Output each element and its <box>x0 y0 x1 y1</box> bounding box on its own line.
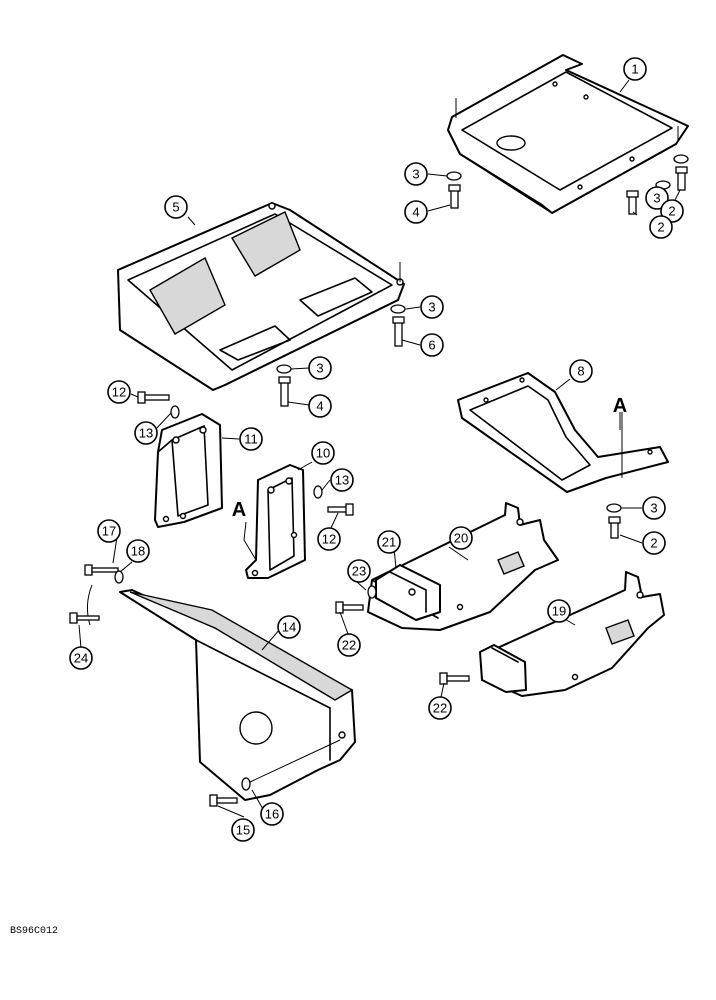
svg-text:1: 1 <box>631 62 638 77</box>
part-21-block <box>375 564 441 621</box>
reference-a-left: A <box>232 499 246 521</box>
svg-text:2: 2 <box>657 220 664 235</box>
callout-12a: 12 <box>107 380 131 404</box>
svg-text:2: 2 <box>650 536 657 551</box>
svg-text:12: 12 <box>322 532 336 547</box>
svg-text:24: 24 <box>74 651 88 666</box>
callout-22b: 22 <box>428 696 452 720</box>
svg-text:11: 11 <box>244 432 258 447</box>
svg-text:4: 4 <box>316 399 323 414</box>
svg-text:18: 18 <box>131 544 145 559</box>
svg-text:13: 13 <box>335 473 349 488</box>
callout-19: 19 <box>547 599 571 623</box>
svg-text:2: 2 <box>668 204 675 219</box>
svg-text:8: 8 <box>577 364 584 379</box>
callout-3d: 3 <box>308 356 332 380</box>
svg-text:15: 15 <box>236 823 250 838</box>
svg-text:17: 17 <box>102 524 116 539</box>
callout-14: 14 <box>277 615 301 639</box>
callout-12b: 12 <box>317 527 341 551</box>
callout-20: 20 <box>449 526 473 550</box>
callout-15: 15 <box>231 818 255 842</box>
svg-text:3: 3 <box>653 191 660 206</box>
reference-a-right: A <box>613 395 627 417</box>
callout-3e: 3 <box>642 496 666 520</box>
part-19-bracket <box>479 571 665 697</box>
svg-text:21: 21 <box>382 535 396 550</box>
callout-3c: 3 <box>420 295 444 319</box>
callout-2b: 2 <box>642 531 666 555</box>
callout-11: 11 <box>239 427 263 451</box>
svg-text:22: 22 <box>433 701 447 716</box>
svg-text:13: 13 <box>139 426 153 441</box>
svg-text:3: 3 <box>428 300 435 315</box>
part-8-plate <box>457 372 669 493</box>
callout-17: 17 <box>97 519 121 543</box>
callout-18: 18 <box>126 539 150 563</box>
svg-text:16: 16 <box>265 807 279 822</box>
figure-code: BS96C012 <box>10 926 58 937</box>
svg-text:5: 5 <box>172 200 179 215</box>
callout-6: 6 <box>420 333 444 357</box>
svg-text:10: 10 <box>316 446 330 461</box>
callout-10: 10 <box>311 441 335 465</box>
callout-3a: 3 <box>404 162 428 186</box>
callout-1: 1 <box>623 57 647 81</box>
svg-text:12: 12 <box>112 385 126 400</box>
part-5-guard <box>117 202 405 391</box>
callout-5: 5 <box>164 195 188 219</box>
callout-22a: 22 <box>337 633 361 657</box>
callout-23: 23 <box>347 559 371 583</box>
part-1-guard <box>447 54 689 214</box>
part-11-bracket <box>154 413 223 528</box>
part-10-bracket <box>245 464 306 579</box>
svg-text:19: 19 <box>552 604 566 619</box>
svg-text:23: 23 <box>352 564 366 579</box>
svg-text:6: 6 <box>428 338 435 353</box>
callout-13a: 13 <box>134 421 158 445</box>
callout-4a: 4 <box>404 200 428 224</box>
callout-16: 16 <box>260 802 284 826</box>
svg-text:3: 3 <box>650 501 657 516</box>
callout-8: 8 <box>569 359 593 383</box>
callout-2a: 2 <box>649 215 673 239</box>
svg-text:20: 20 <box>454 531 468 546</box>
svg-text:3: 3 <box>316 361 323 376</box>
callout-2c: 2 <box>660 199 684 223</box>
callout-4b: 4 <box>308 394 332 418</box>
hardware <box>69 154 689 807</box>
callout-24: 24 <box>69 646 93 670</box>
svg-text:4: 4 <box>412 205 419 220</box>
part-14-guard <box>119 589 356 801</box>
svg-text:22: 22 <box>342 638 356 653</box>
callout-13b: 13 <box>330 468 354 492</box>
svg-text:14: 14 <box>282 620 296 635</box>
callout-21: 21 <box>377 530 401 554</box>
callout-3b: 3 <box>645 186 669 210</box>
svg-text:3: 3 <box>412 167 419 182</box>
